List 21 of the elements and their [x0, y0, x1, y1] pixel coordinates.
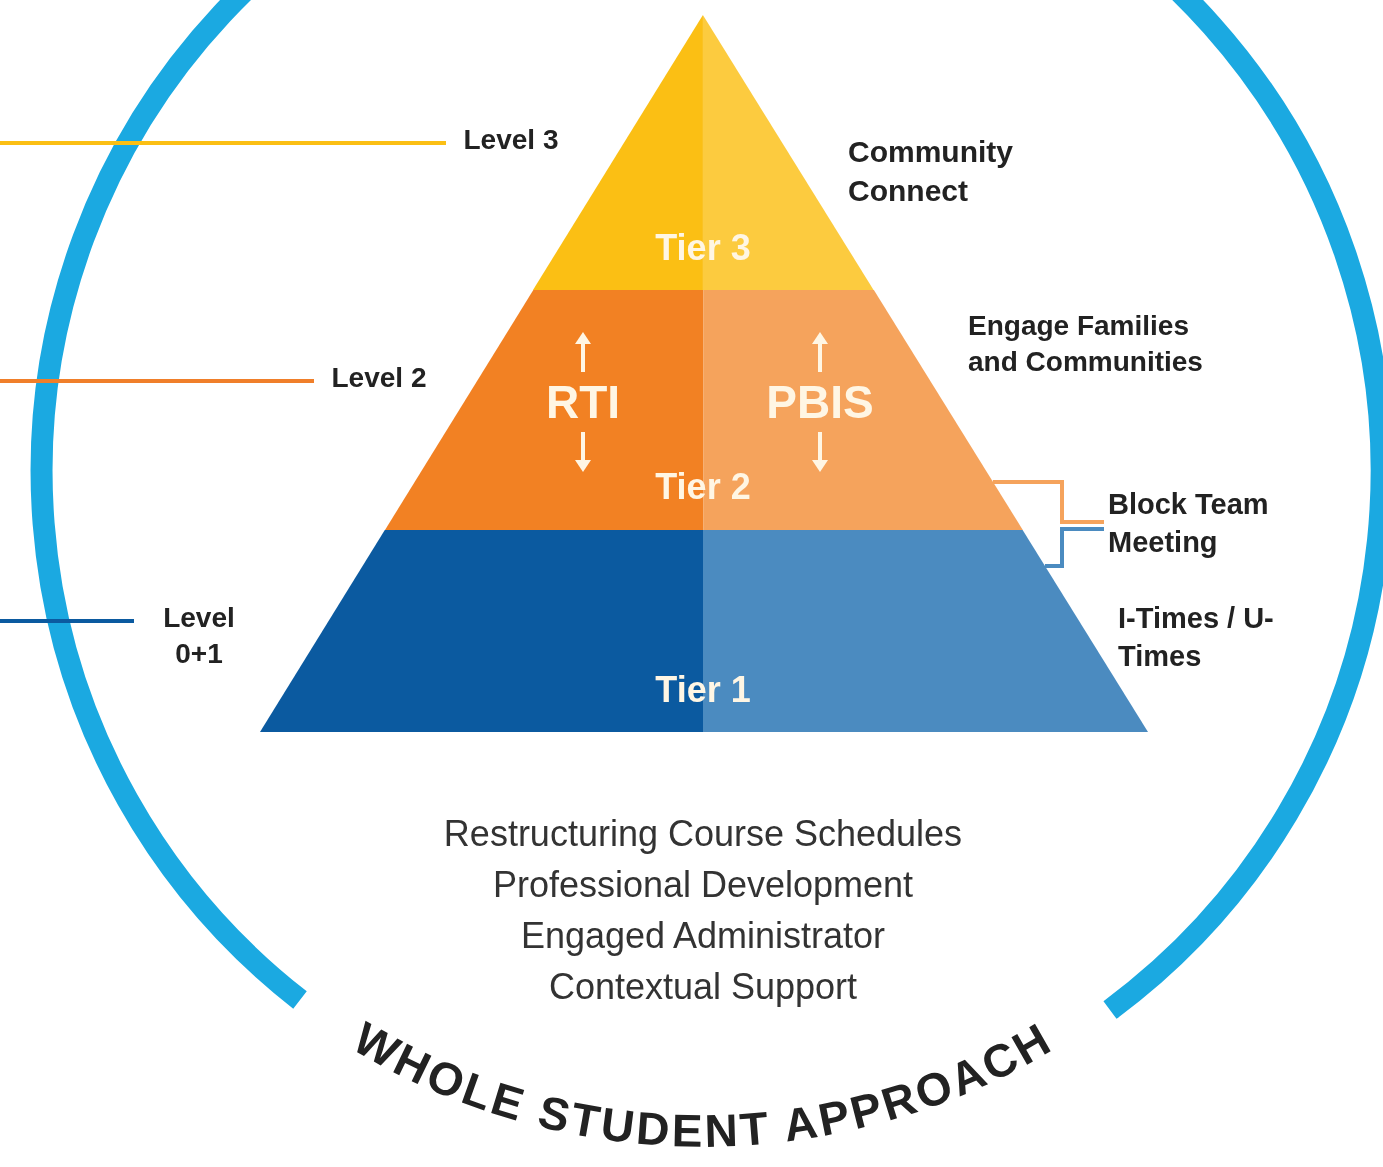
side-label: Engage Families and Communities — [968, 308, 1238, 381]
bracket-connector — [1044, 527, 1104, 568]
bracket-connector — [992, 480, 1104, 524]
tier-label: Tier 1 — [655, 672, 751, 708]
support-text: Restructuring Course Schedules — [443, 812, 963, 856]
tier-label: PBIS — [766, 379, 874, 425]
level-line — [0, 141, 446, 145]
level-label: Level 3 — [450, 122, 572, 159]
support-text: Contextual Support — [548, 965, 858, 1009]
tier-label: Tier 2 — [655, 469, 751, 505]
support-text: Professional Development — [492, 863, 914, 907]
level-label: Level 2 — [318, 360, 440, 397]
side-label: Block Team Meeting — [1108, 486, 1338, 562]
level-label: Level 0+1 — [138, 600, 260, 673]
level-line — [0, 379, 314, 383]
support-text: Engaged Administrator — [520, 914, 886, 958]
side-label: I-Times / U-Times — [1118, 600, 1288, 676]
level-line — [0, 619, 134, 623]
side-label: Community Connect — [848, 132, 1098, 210]
tier-label: Tier 3 — [655, 230, 751, 266]
tier-label: RTI — [545, 379, 621, 425]
